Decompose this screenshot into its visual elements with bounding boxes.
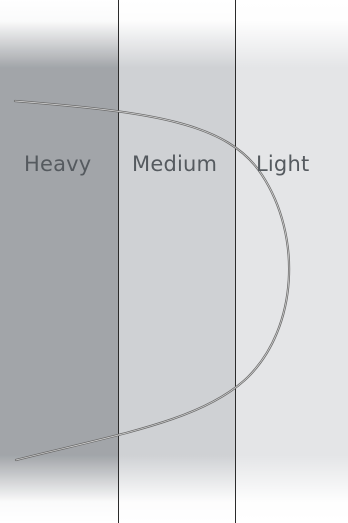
zone-label-light: Light [256,152,309,176]
zone-label-heavy: Heavy [24,152,91,176]
zone-label-medium: Medium [132,152,217,176]
